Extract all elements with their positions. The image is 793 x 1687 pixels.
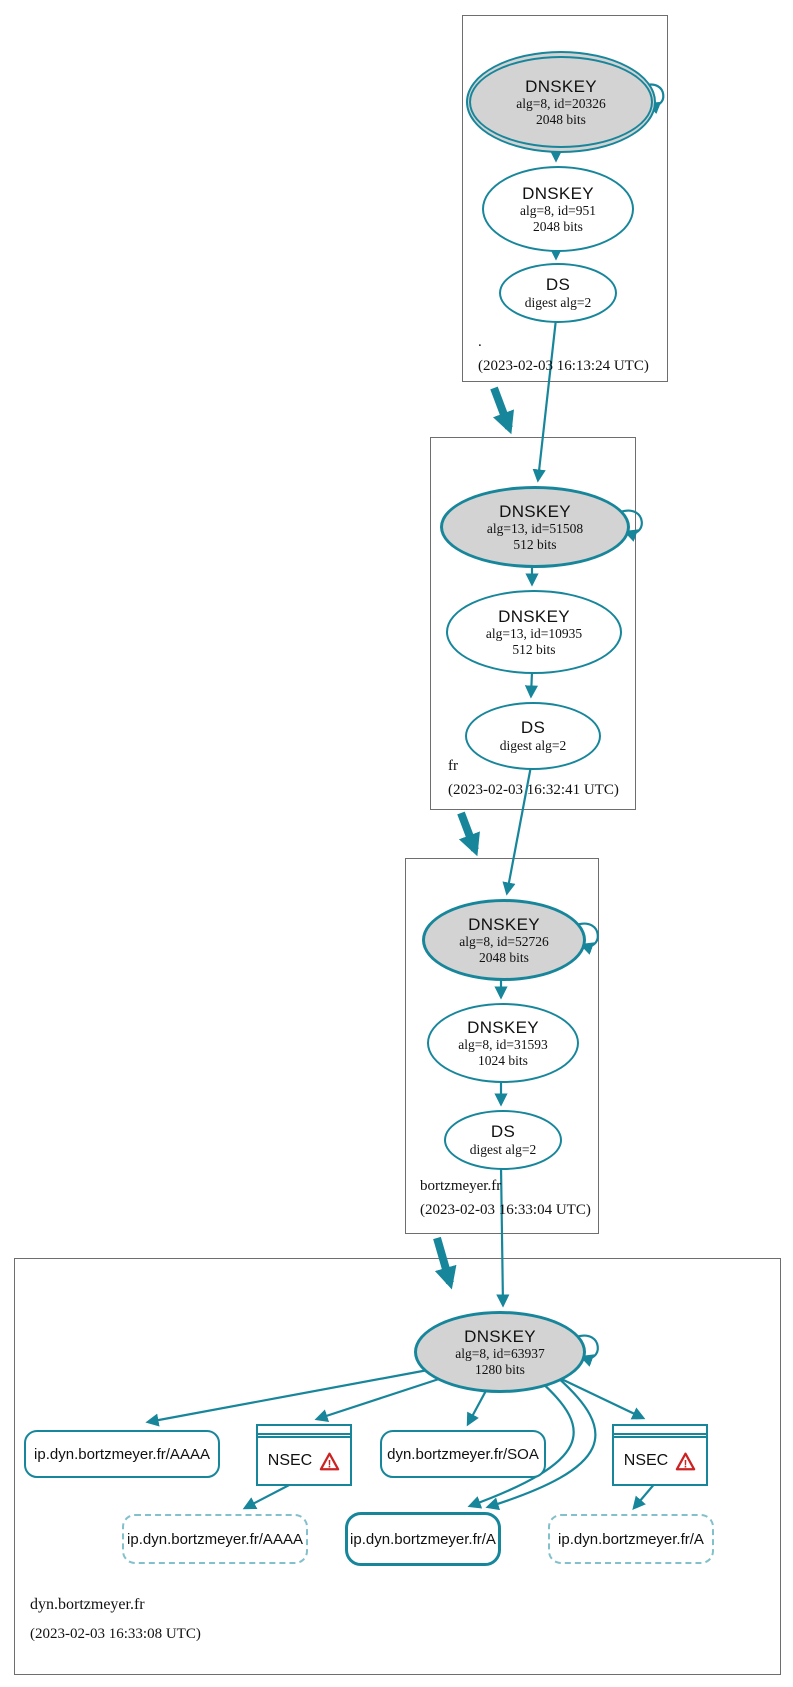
node-title: DS [520,718,546,738]
node-detail: alg=8, id=20326 [516,96,606,112]
edge-bortzmeyer-ds-dyn-dnskey [496,1165,510,1308]
delegation-arrow-bortzmeyer-dyn [433,1236,457,1290]
node-title: DNSKEY [499,501,571,521]
node-title: DS [545,275,571,295]
dnskey-zsk-root: DNSKEY alg=8, id=951 2048 bits [482,166,634,252]
rrset-ip-dyn-aaaa: ip.dyn.bortzmeyer.fr/AAAA [24,1430,220,1478]
zone-name-bortzmeyer: bortzmeyer.fr [420,1178,502,1194]
node-title: DNSKEY [467,1017,539,1037]
node-detail: alg=13, id=51508 [486,521,584,537]
svg-text:!: ! [328,1458,332,1470]
dnskey-ksk-root: DNSKEY alg=8, id=20326 2048 bits [466,51,656,153]
dnskey-zsk-fr: DNSKEY alg=13, id=10935 512 bits [446,590,622,674]
self-sign-loop-dyn-dnskey [575,1334,599,1367]
node-detail: digest alg=2 [524,295,592,311]
zone-timestamp-fr: (2023-02-03 16:32:41 UTC) [448,782,619,798]
zone-name-dyn: dyn.bortzmeyer.fr [30,1596,145,1613]
node-title: DNSKEY [522,183,594,203]
node-detail: digest alg=2 [469,1142,537,1158]
node-detail: alg=13, id=10935 [485,626,583,642]
node-bits: 512 bits [512,641,556,657]
dnskey-ksk-fr: DNSKEY alg=13, id=51508 512 bits [440,486,630,568]
zone-timestamp-root: (2023-02-03 16:13:24 UTC) [478,358,649,374]
zone-box-fr [430,437,636,810]
edge-fr-zsk-ds [524,671,539,699]
node-detail: alg=8, id=52726 [459,934,549,950]
zone-name-root: . [478,334,482,350]
edge-dnskey-rrset-aaaa [145,1368,429,1427]
node-detail: alg=8, id=951 [520,203,596,219]
nsec-node-1: NSEC ! [256,1424,352,1486]
node-title: DNSKEY [464,1326,536,1346]
edge-nsec2-missing-a [632,1481,657,1511]
ds-fr: DS digest alg=2 [465,702,601,770]
rrset-ip-dyn-a: ip.dyn.bortzmeyer.fr/A [345,1512,501,1566]
missing-rrset-ip-dyn-aaaa: ip.dyn.bortzmeyer.fr/AAAA [122,1514,308,1564]
node-bits: 2048 bits [536,111,586,127]
edge-nsec1-missing-aaaa [242,1481,296,1510]
zone-timestamp-bortzmeyer: (2023-02-03 16:33:04 UTC) [420,1202,591,1218]
node-bits: 512 bits [513,536,557,552]
rrset-dyn-soa: dyn.bortzmeyer.fr/SOA [380,1430,546,1478]
node-detail: alg=8, id=63937 [455,1346,545,1362]
dnskey-ksk-root-inner: DNSKEY alg=8, id=20326 2048 bits [469,56,653,148]
edge-root-ds-fr-ksk [532,318,558,483]
dnskey-dyn: DNSKEY alg=8, id=63937 1280 bits [414,1311,586,1393]
dnskey-zsk-bortzmeyer: DNSKEY alg=8, id=31593 1024 bits [427,1003,579,1083]
node-detail: alg=8, id=31593 [458,1037,548,1053]
warning-icon: ! [319,1452,340,1470]
edge-dnskey-nsec-1 [314,1376,443,1422]
zone-timestamp-dyn: (2023-02-03 16:33:08 UTC) [30,1626,201,1642]
dnskey-ksk-bortzmeyer: DNSKEY alg=8, id=52726 2048 bits [422,899,586,981]
node-title: DNSKEY [468,914,540,934]
node-bits: 1280 bits [475,1361,525,1377]
node-title: DNSKEY [498,606,570,626]
warning-icon: ! [675,1452,696,1470]
node-bits: 2048 bits [479,949,529,965]
node-detail: digest alg=2 [499,738,567,754]
node-title: DS [490,1122,516,1142]
nsec-node-2: NSEC ! [612,1424,708,1486]
nsec-header-bar [614,1426,706,1438]
edge-dnskey-rrset-a-curve-2 [485,1375,597,1511]
nsec-label: NSEC [623,1452,669,1469]
edge-dnskey-nsec-2 [552,1374,646,1420]
missing-rrset-ip-dyn-a: ip.dyn.bortzmeyer.fr/A [548,1514,714,1564]
node-bits: 2048 bits [533,218,583,234]
delegation-arrow-root-fr [490,386,514,435]
ds-bortzmeyer: DS digest alg=2 [444,1110,562,1170]
zone-box-dyn-bortzmeyer-fr [14,1258,781,1675]
edge-dnskey-rrset-soa [466,1386,489,1427]
ds-root: DS digest alg=2 [499,263,617,323]
self-sign-loop-fr-ksk [619,509,643,542]
node-bits: 1024 bits [478,1052,528,1068]
edge-fr-ds-bortzmeyer-ksk [502,765,533,896]
zone-box-root [462,15,668,382]
delegation-arrow-fr-bortzmeyer [457,811,480,857]
node-title: DNSKEY [525,76,597,96]
nsec-label: NSEC [267,1452,313,1469]
self-sign-loop-bortzmeyer-ksk [575,922,599,955]
nsec-header-bar [258,1426,350,1438]
edge-dnskey-rrset-a-curve-1 [467,1380,575,1509]
zone-name-fr: fr [448,758,458,774]
svg-text:!: ! [684,1458,688,1470]
